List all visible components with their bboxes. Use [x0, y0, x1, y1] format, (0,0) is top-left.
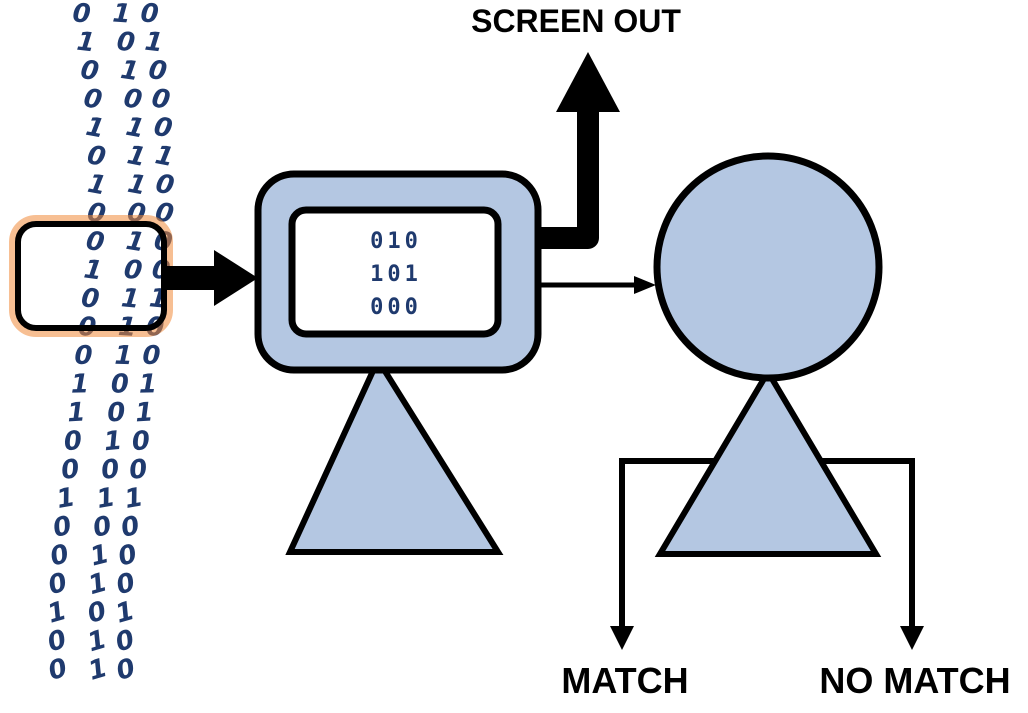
- match-arrow-head: [610, 626, 634, 650]
- bit-digit: 1: [125, 140, 148, 173]
- bit-digit: 0: [79, 55, 101, 87]
- scanner-screen: [288, 206, 502, 338]
- bit-digit: 0: [149, 83, 172, 116]
- matcher-head: [653, 152, 883, 382]
- bit-digit: 0: [112, 624, 138, 658]
- bit-digit: 1: [125, 169, 148, 202]
- bit-digit: 1: [153, 140, 176, 173]
- bit-digit: 0: [147, 55, 169, 87]
- bit-digit: 0: [63, 426, 84, 458]
- bit-digit: 0: [59, 454, 81, 486]
- bit-digit: 0: [127, 454, 149, 486]
- bit-digit: 0: [142, 341, 161, 371]
- bit-digit: 1: [124, 226, 147, 258]
- bit-digit: 1: [139, 369, 158, 399]
- bit-digit: 1: [143, 27, 164, 59]
- bit-digit: 0: [71, 0, 91, 30]
- bit-digit: 1: [66, 398, 86, 429]
- bit-digit: 0: [81, 83, 104, 116]
- bit-digit: 1: [71, 369, 90, 399]
- bit-digit: 0: [99, 454, 121, 486]
- pass-arrow-head: [634, 276, 656, 294]
- scanner-stand: [285, 353, 504, 555]
- bit-digit: 0: [115, 27, 136, 59]
- bit-digit: 0: [106, 398, 126, 429]
- matcher-body: [654, 366, 882, 557]
- screen-line-1: 010: [370, 229, 422, 254]
- binary-bit-stream: 0100101001000110010001001010111010111001…: [44, 0, 176, 687]
- bit-digit: 0: [151, 112, 174, 145]
- bit-digit: 1: [111, 0, 131, 30]
- bit-digit: 1: [122, 482, 145, 515]
- bit-digit: 1: [84, 624, 110, 658]
- bit-digit: 1: [123, 112, 146, 145]
- bit-digit: 1: [94, 482, 117, 515]
- bit-digit: 0: [45, 653, 71, 687]
- bit-digit: 0: [80, 283, 101, 315]
- bit-digit: 1: [54, 482, 77, 515]
- bit-digit: 0: [122, 255, 144, 287]
- bit-digit: 1: [85, 169, 108, 202]
- bit-digit: 0: [111, 369, 130, 399]
- screen-line-2: 101: [370, 262, 422, 287]
- no-match-label: NO MATCH: [819, 660, 1010, 701]
- bit-digit: 0: [113, 653, 139, 687]
- bit-digit: 0: [84, 226, 107, 258]
- bit-digit: 0: [131, 426, 152, 458]
- input-window: [15, 221, 167, 331]
- bit-digit: 1: [82, 255, 104, 287]
- match-label: MATCH: [561, 660, 688, 701]
- bit-digit: 1: [85, 653, 111, 687]
- screen-out-arrow-shaft: [538, 110, 599, 249]
- screen-line-3: 000: [370, 295, 422, 320]
- bit-digit: 0: [121, 83, 144, 116]
- screen-out-label: SCREEN OUT: [471, 3, 681, 39]
- no-match-arrow-head: [900, 626, 924, 650]
- bit-digit: 1: [103, 426, 124, 458]
- bit-digit: 0: [139, 0, 159, 30]
- bit-digit: 1: [134, 398, 154, 429]
- bit-digit: 0: [74, 341, 93, 371]
- bit-digit: 0: [44, 624, 70, 658]
- bit-digit: 0: [85, 140, 108, 173]
- bit-digit: 1: [114, 341, 133, 371]
- bit-digit: 1: [120, 283, 141, 315]
- bit-digit: 1: [119, 55, 141, 87]
- input-arrow: [166, 250, 258, 306]
- no-match-branch-line: [822, 458, 915, 628]
- bit-digit: 0: [153, 169, 176, 202]
- screen-out-arrow-head: [556, 52, 620, 112]
- bit-digit: 1: [75, 27, 96, 59]
- match-branch-line: [619, 458, 714, 628]
- bit-digit: 1: [83, 112, 106, 145]
